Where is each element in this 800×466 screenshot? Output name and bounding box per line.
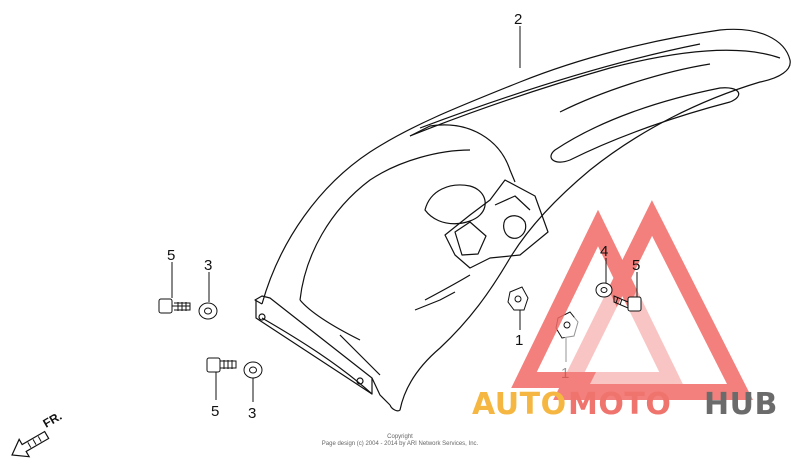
- watermark-inner: [548, 260, 716, 384]
- copyright-line-2: Page design (c) 2004 - 2014 by ARI Netwo…: [322, 441, 479, 447]
- callout-washer-right: 4: [600, 243, 608, 260]
- callout-bolt-lower-left: 5: [211, 403, 219, 420]
- front-direction-label: FR.: [41, 409, 65, 431]
- callout-bolt-right: 5: [632, 257, 640, 274]
- bolt-right[interactable]: [613, 295, 642, 312]
- washer-upper-left[interactable]: [198, 302, 218, 320]
- bolt-lower-left[interactable]: [206, 357, 237, 373]
- bolt-upper-left[interactable]: [158, 298, 191, 314]
- watermark-auto: AUTO: [472, 387, 567, 422]
- callout-clip-nut-center: 1: [515, 332, 523, 349]
- callout-washer-lower-left: 3: [248, 405, 256, 422]
- callout-fender: 2: [514, 11, 522, 28]
- copyright-line-1: Copyright: [387, 434, 413, 440]
- callout-washer-upper-left: 3: [204, 257, 212, 274]
- washer-right[interactable]: [595, 282, 613, 298]
- watermark-moto: MOTO: [568, 387, 671, 422]
- clip-nut-center[interactable]: [507, 286, 529, 311]
- watermark-hub: HUB: [704, 387, 778, 422]
- front-direction-arrow-icon: [11, 430, 50, 458]
- callout-bolt-upper-left: 5: [167, 247, 175, 264]
- washer-lower-left[interactable]: [243, 361, 263, 379]
- rear-fender[interactable]: [254, 28, 791, 412]
- watermark-wordmark: AUTO MOTO HUB: [472, 387, 778, 422]
